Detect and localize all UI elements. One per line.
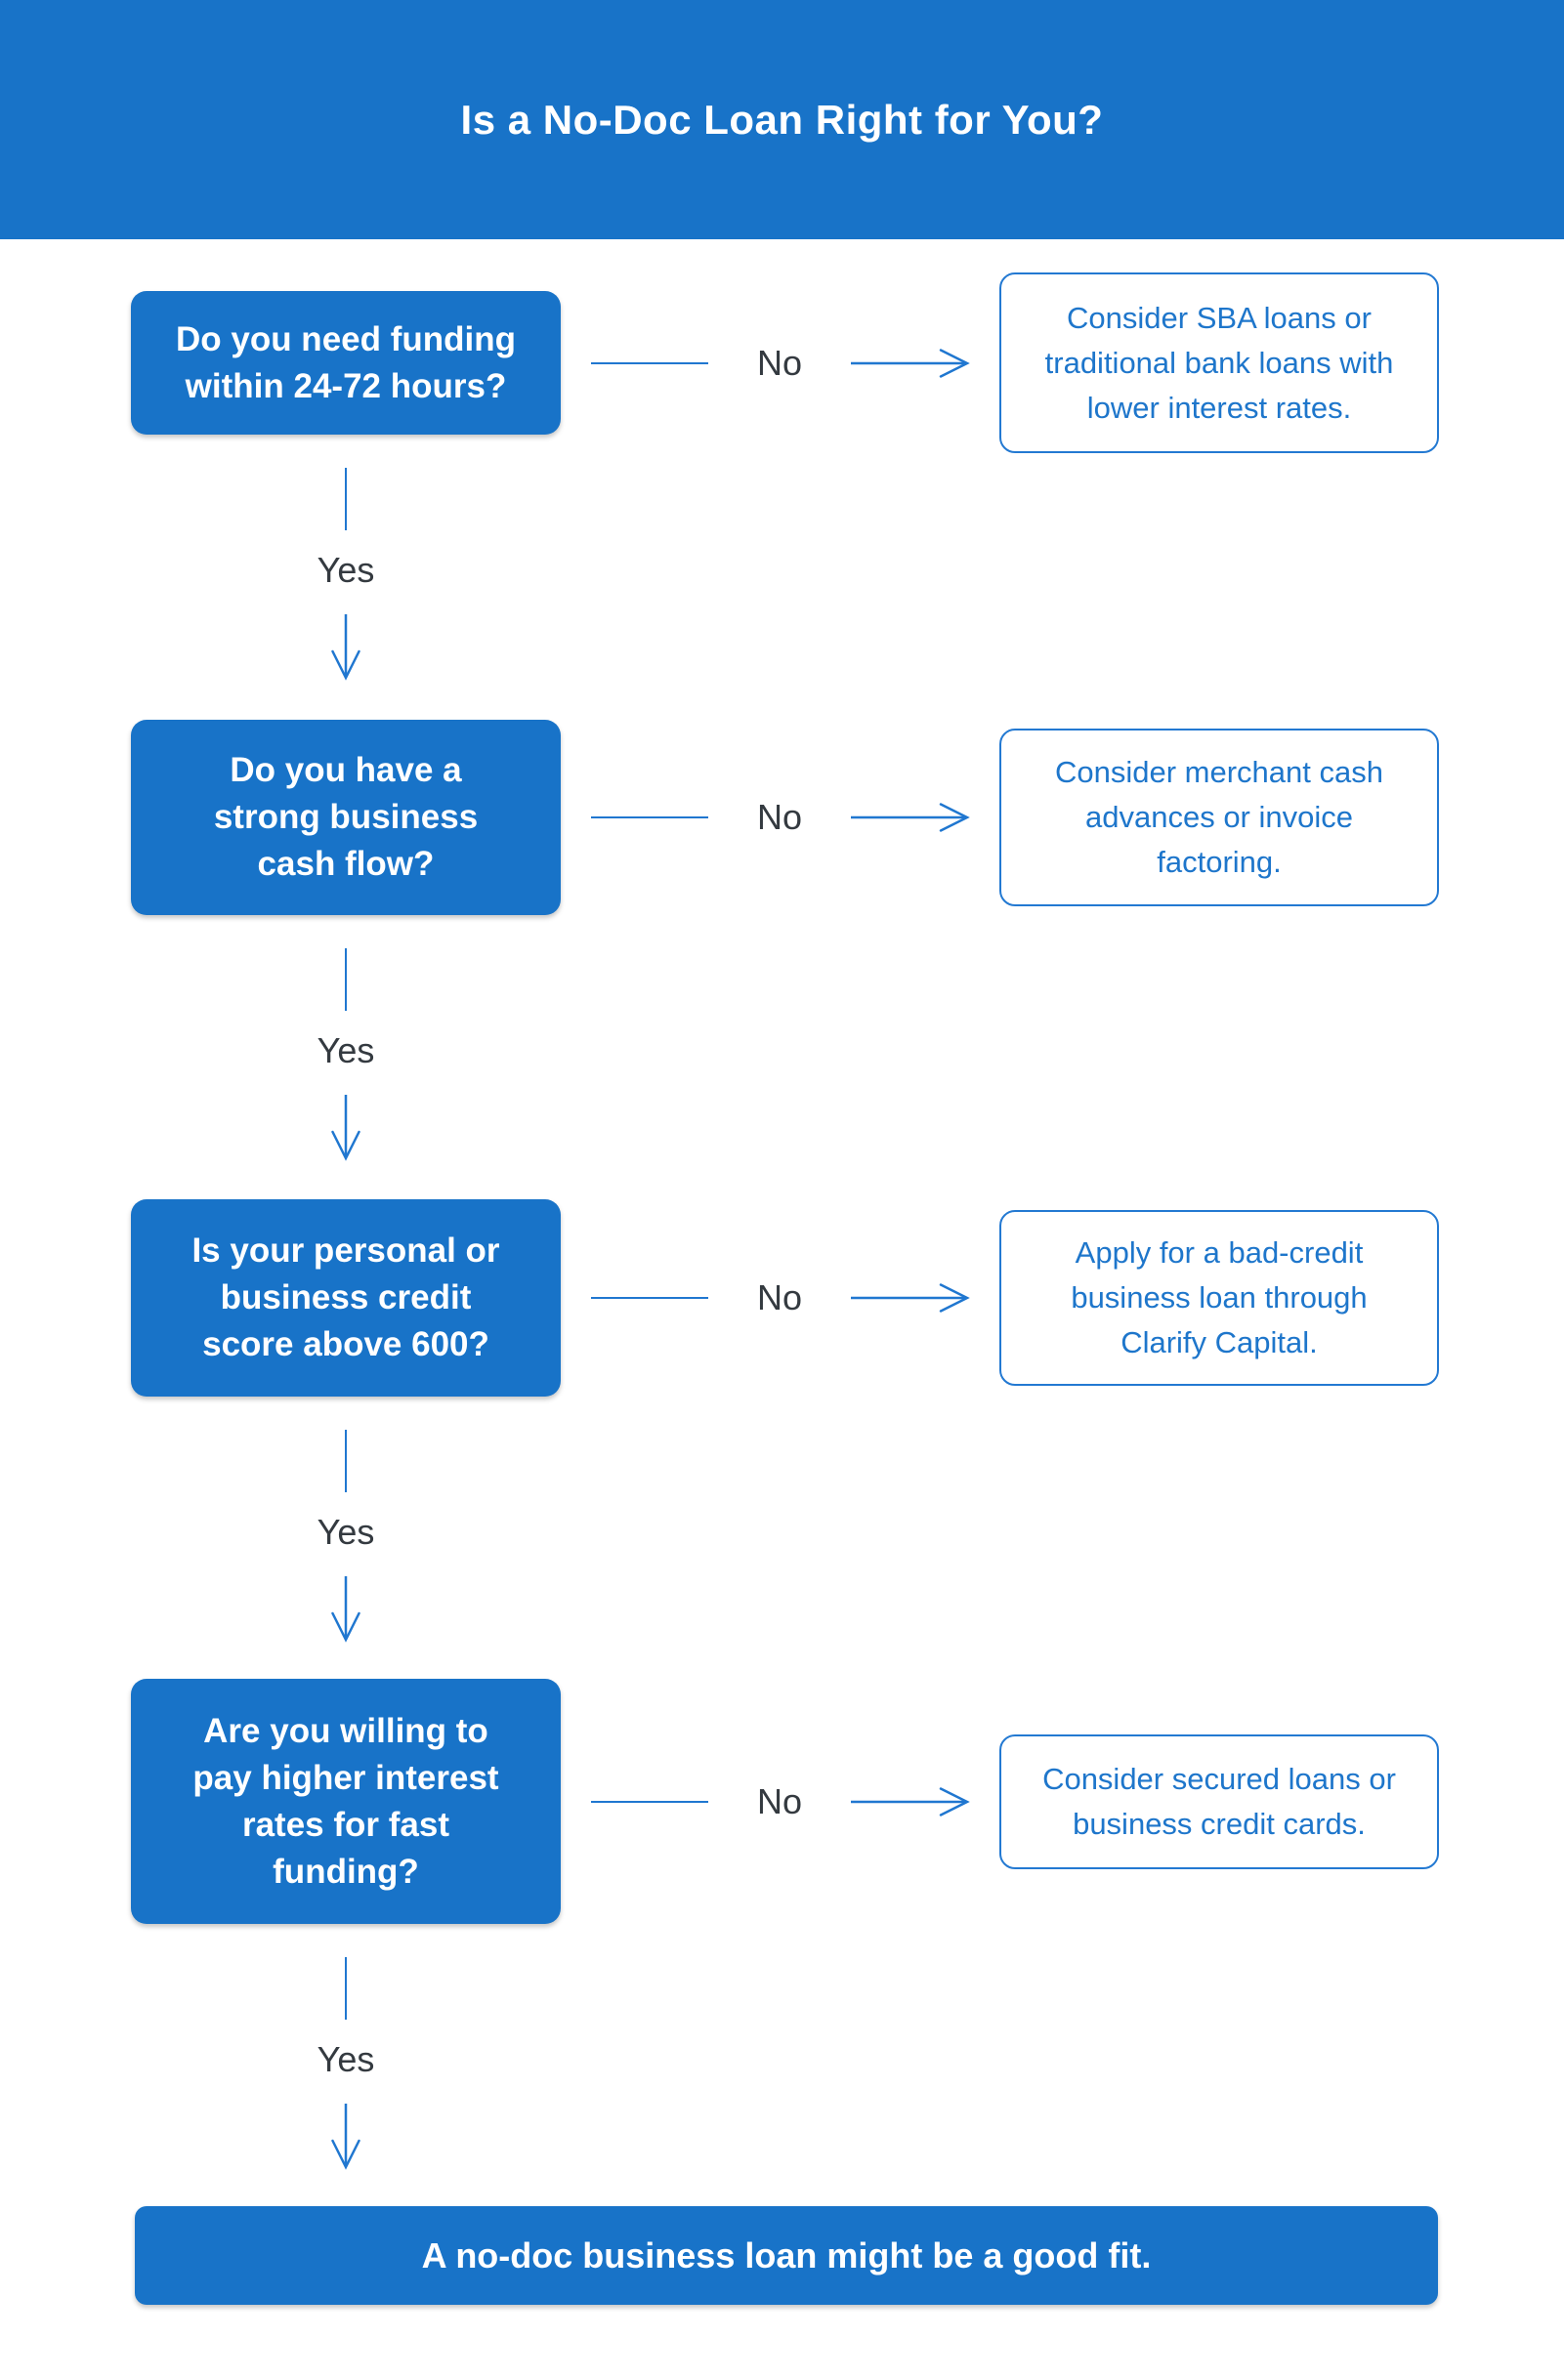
arrow-right-icon — [851, 348, 970, 378]
arrow-down-icon — [331, 1576, 360, 1643]
yes-branch: Yes — [131, 915, 561, 1199]
arrow-right-icon — [851, 1283, 970, 1313]
connector: No — [561, 343, 999, 384]
result-box: Consider secured loans or business credi… — [999, 1733, 1439, 1869]
arrow-right-icon — [851, 1786, 970, 1816]
connector-line-vertical — [345, 948, 347, 1011]
flow-row: Do you need funding within 24-72 hours? … — [0, 272, 1564, 453]
decision-box: Do you need funding within 24-72 hours? — [131, 291, 561, 435]
no-label: No — [756, 1780, 803, 1821]
connector: No — [561, 1781, 999, 1822]
result-box: Consider SBA loans or traditional bank l… — [999, 272, 1439, 453]
arrow-right-icon — [851, 803, 970, 832]
connector-line — [591, 1800, 708, 1803]
connector-line-vertical — [345, 468, 347, 530]
flow-row: Do you have a strong business cash flow?… — [0, 720, 1564, 915]
result-box: Consider merchant cash advances or invoi… — [999, 729, 1439, 906]
page-title: Is a No-Doc Loan Right for You? — [460, 96, 1104, 143]
arrow-down-icon — [331, 2104, 360, 2170]
connector: No — [561, 1277, 999, 1318]
yes-branch: Yes — [131, 435, 561, 720]
arrow-down-icon — [331, 1095, 360, 1161]
yes-label: Yes — [317, 550, 375, 590]
conclusion-text: A no-doc business loan might be a good f… — [421, 2234, 1152, 2276]
connector-line — [591, 1297, 708, 1299]
flow-row: Is your personal or business credit scor… — [0, 1199, 1564, 1397]
yes-label: Yes — [317, 2039, 375, 2079]
connector-line-vertical — [345, 1430, 347, 1492]
yes-branch: Yes — [131, 1924, 561, 2206]
conclusion-banner: A no-doc business loan might be a good f… — [135, 2206, 1438, 2305]
decision-box: Do you have a strong business cash flow? — [131, 720, 561, 915]
yes-branch: Yes — [131, 1397, 561, 1679]
decision-box: Is your personal or business credit scor… — [131, 1199, 561, 1397]
decision-box: Are you willing to pay higher interest r… — [131, 1679, 561, 1924]
no-label: No — [756, 797, 803, 837]
no-label: No — [756, 1277, 803, 1317]
connector-line — [591, 361, 708, 364]
result-box: Apply for a bad-credit business loan thr… — [999, 1210, 1439, 1386]
flow-row: Are you willing to pay higher interest r… — [0, 1679, 1564, 1924]
header-banner: Is a No-Doc Loan Right for You? — [0, 0, 1564, 239]
no-label: No — [756, 342, 803, 383]
arrow-down-icon — [331, 614, 360, 681]
connector-line-vertical — [345, 1957, 347, 2020]
connector: No — [561, 797, 999, 838]
yes-label: Yes — [317, 1030, 375, 1070]
yes-label: Yes — [317, 1512, 375, 1552]
connector-line — [591, 816, 708, 818]
